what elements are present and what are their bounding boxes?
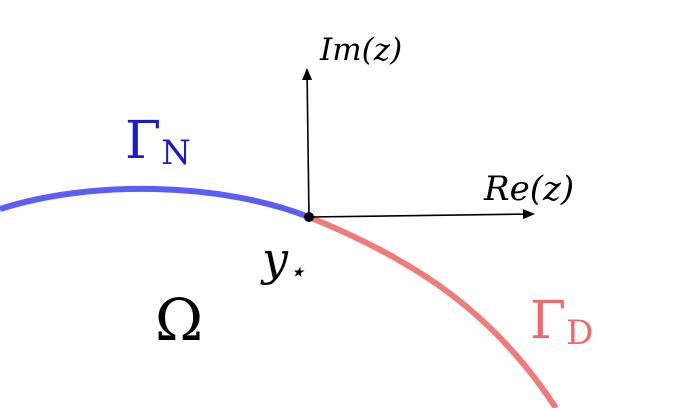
domain-label: Ω — [155, 286, 203, 354]
real-axis — [308, 209, 535, 220]
dirichlet-boundary-label: ΓD — [530, 291, 593, 353]
real-axis-label: Re(z) — [483, 169, 574, 209]
neumann-boundary-label: ΓN — [125, 111, 191, 173]
origin-point — [304, 212, 314, 222]
imaginary-axis — [302, 68, 313, 218]
neumann-boundary-curve — [0, 185, 311, 220]
point-label: y⋆ — [260, 232, 306, 288]
dirichlet-boundary-curve — [307, 214, 559, 408]
imaginary-axis-label: Im(z) — [319, 32, 402, 68]
